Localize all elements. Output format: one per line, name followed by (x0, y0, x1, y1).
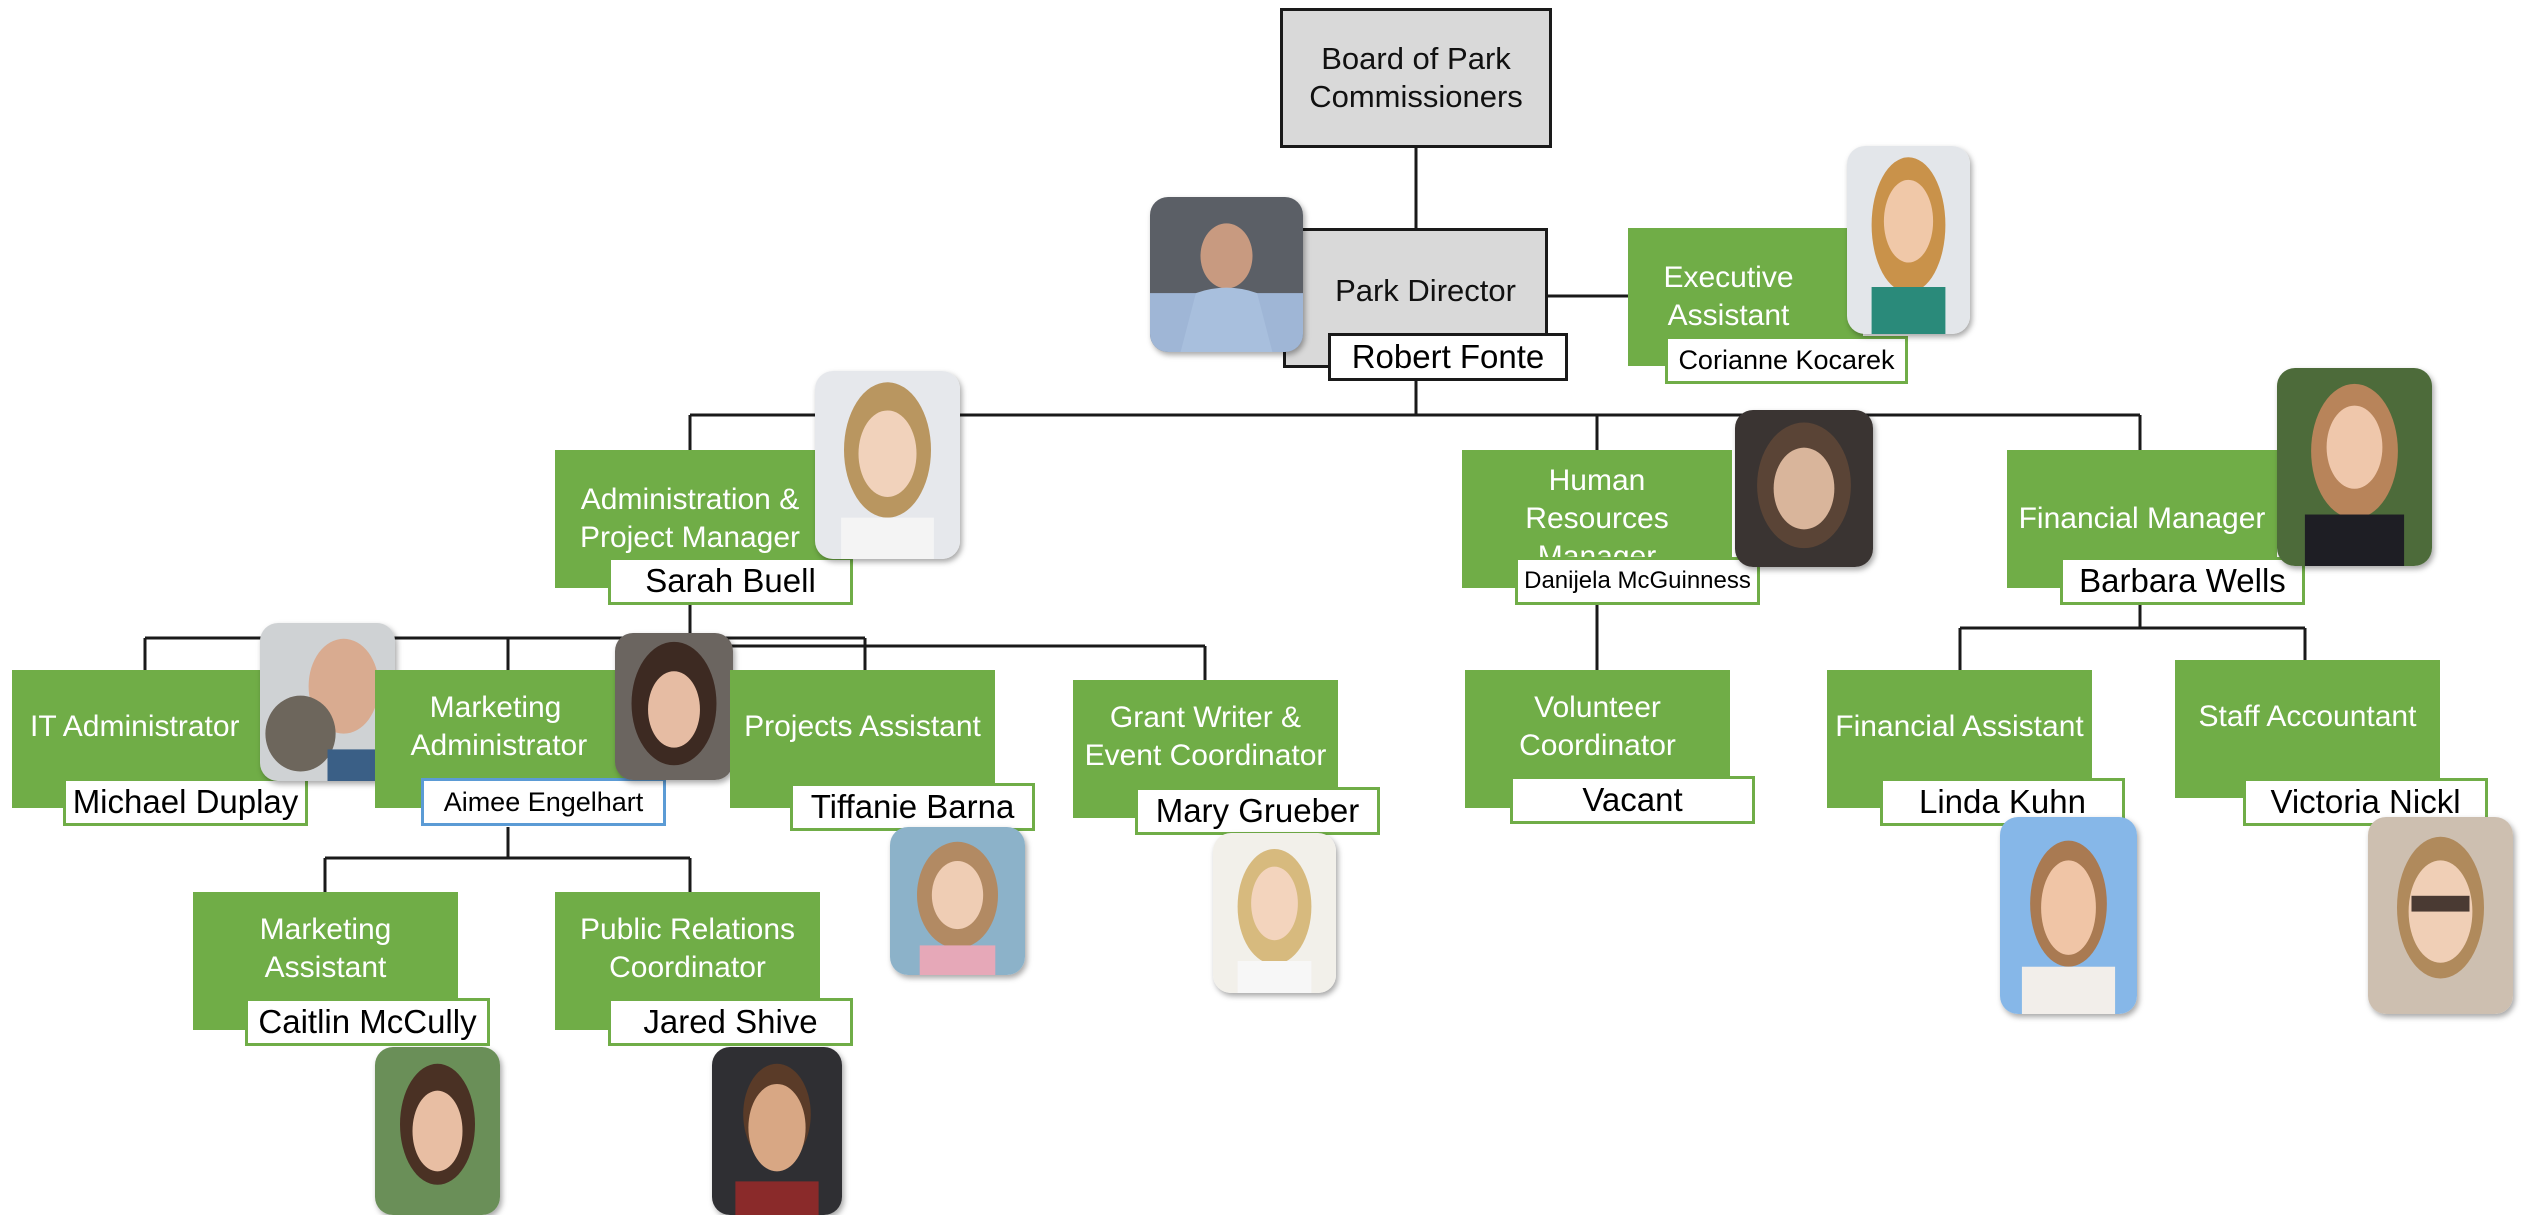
grant-writer-title: Grant Writer & Event Coordinator (1084, 701, 1327, 772)
pr-coord-photo (712, 1047, 842, 1215)
admin-manager-title: Administration & Project Manager (579, 483, 801, 554)
exec-assistant-photo (1847, 146, 1970, 334)
marketing-admin-title: Marketing Administrator (410, 691, 588, 762)
it-admin-name: Michael Duplay (63, 778, 308, 826)
pr-coord-title: Public Relations Coordinator (579, 913, 796, 984)
marketing-assistant-title: Marketing Assistant (259, 913, 392, 984)
staff-accountant-box: Staff Accountant (2175, 660, 2440, 798)
it-admin-title: IT Administrator (30, 710, 240, 743)
financial-manager-photo (2277, 368, 2432, 566)
board-title: Board of Park Commissioners (1309, 41, 1523, 114)
exec-assistant-title: Executive Assistant (1663, 261, 1794, 332)
admin-manager-photo (815, 371, 960, 559)
volunteer-coord-name: Vacant (1510, 776, 1755, 824)
marketing-admin-photo (615, 633, 733, 780)
director-title: Park Director (1335, 273, 1516, 308)
financial-assistant-title: Financial Assistant (1835, 710, 2084, 743)
pr-coord-name: Jared Shive (608, 998, 853, 1046)
grant-writer-photo (1213, 833, 1336, 993)
financial-assistant-photo (2000, 817, 2137, 1014)
marketing-assistant-photo (375, 1047, 500, 1215)
financial-manager-name: Barbara Wells (2060, 557, 2305, 605)
projects-assistant-name: Tiffanie Barna (790, 783, 1035, 831)
director-name: Robert Fonte (1328, 333, 1568, 381)
volunteer-coord-title: Volunteer Coordinator (1519, 691, 1676, 762)
it-admin-photo (260, 623, 395, 781)
financial-manager-title: Financial Manager (2018, 502, 2266, 535)
board-box: Board of Park Commissioners (1280, 8, 1552, 148)
admin-manager-name: Sarah Buell (608, 557, 853, 605)
projects-assistant-title: Projects Assistant (744, 710, 981, 743)
exec-assistant-name: Corianne Kocarek (1665, 336, 1908, 384)
staff-accountant-photo (2368, 817, 2513, 1014)
projects-assistant-photo (890, 827, 1025, 975)
director-photo (1150, 197, 1303, 352)
marketing-assistant-name: Caitlin McCully (245, 998, 490, 1046)
staff-accountant-title: Staff Accountant (2198, 700, 2417, 733)
hr-manager-name: Danijela McGuinness (1515, 557, 1760, 605)
marketing-admin-name: Aimee Engelhart (421, 778, 666, 826)
hr-manager-photo (1735, 410, 1873, 567)
grant-writer-name: Mary Grueber (1135, 787, 1380, 835)
